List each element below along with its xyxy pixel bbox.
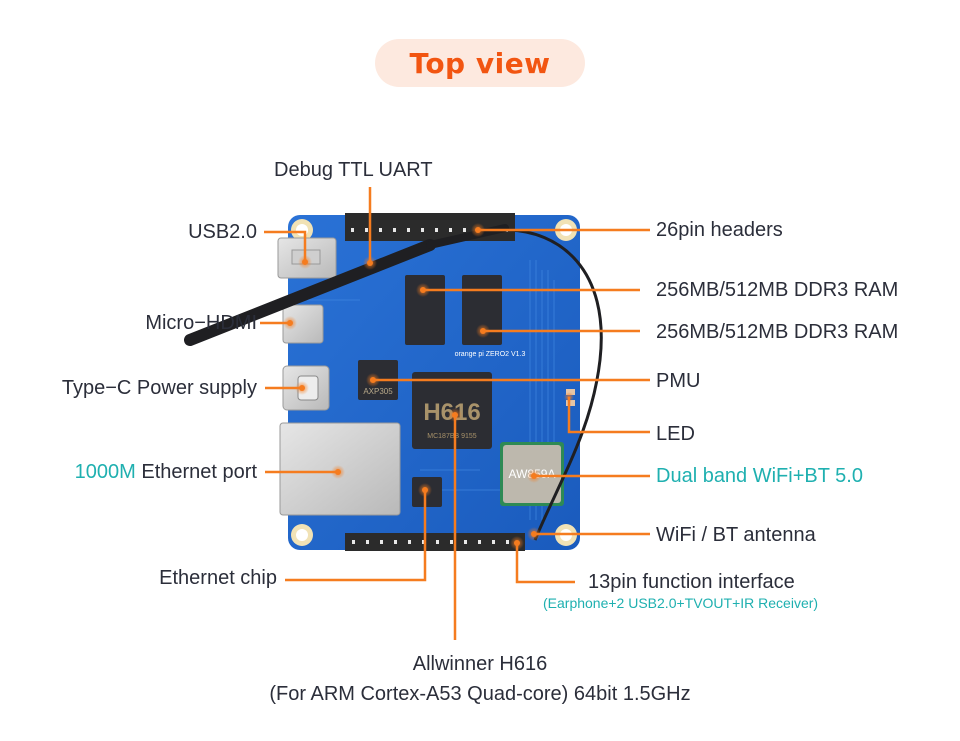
led-pair [566,389,575,406]
ethernet-port-text: Ethernet port [135,461,257,483]
ram-chip-2 [462,275,502,345]
callout-lines [260,187,650,640]
pmu-marking: AXP305 [363,387,393,396]
label-26pin-headers: 26pin headers [656,219,783,241]
26pin-header [345,213,515,241]
mounting-holes [291,219,577,546]
label-led: LED [656,423,695,445]
label-antenna: WiFi / BT antenna [656,524,816,546]
label-ethernet-port: 1000M Ethernet port [75,462,257,482]
title-badge: Top view [375,39,585,87]
callout-dots [283,223,574,550]
label-ram-1: 256MB/512MB DDR3 RAM [656,279,899,301]
label-soc-detail: (For ARM Cortex-A53 Quad-core) 64bit 1.5… [269,683,691,705]
label-13pin-interface: 13pin function interface [588,571,795,593]
label-micro-hdmi: Micro−HDMI [145,312,257,334]
label-debug-uart: Debug TTL UART [274,159,433,181]
ram-chip-1 [405,275,445,345]
label-usb: USB2.0 [188,221,257,243]
page-title: Top view [409,46,551,80]
13pin-header [345,533,525,551]
label-pmu: PMU [656,370,701,392]
label-typec: Type−C Power supply [61,377,257,399]
label-soc: Allwinner H616 [412,653,548,675]
ethernet-speed: 1000M [74,461,136,483]
label-wifi-bt: Dual band WiFi+BT 5.0 [656,465,863,487]
label-ram-2: 256MB/512MB DDR3 RAM [656,321,899,343]
label-ethernet-chip: Ethernet chip [159,567,277,589]
silkscreen-logo: orange pi ZERO2 V1.3 [455,351,526,358]
cpu-sub-marking: MC187BB 9155 [427,433,477,440]
label-13pin-detail: (Earphone+2 USB2.0+TVOUT+IR Receiver) [543,595,819,611]
antenna-cable [504,228,603,541]
